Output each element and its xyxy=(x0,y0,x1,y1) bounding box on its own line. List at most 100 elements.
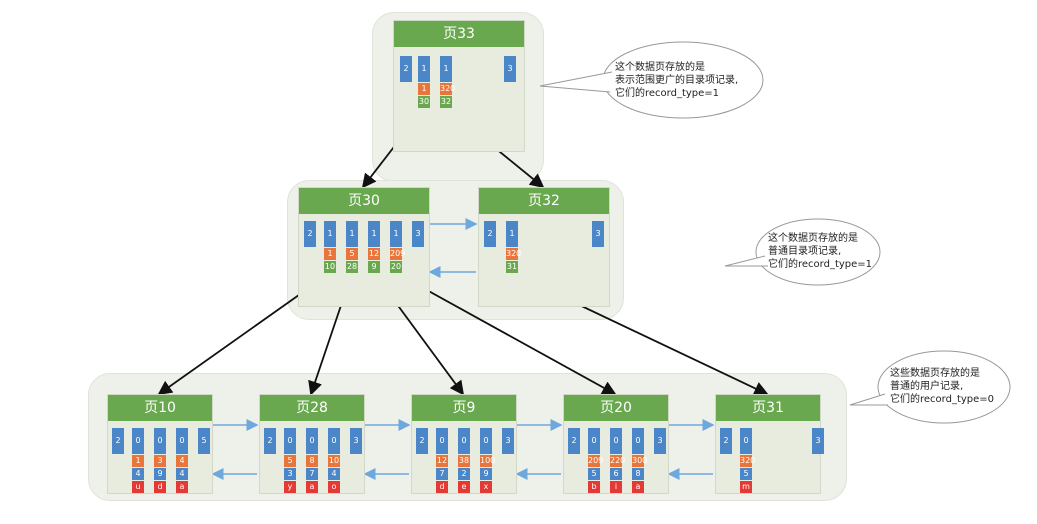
child-page-number: 20 xyxy=(390,261,402,273)
supremum-record: 3 xyxy=(412,221,424,247)
record-col: d xyxy=(436,481,448,493)
callout-line: 它们的record_type=0 xyxy=(890,394,995,405)
record-key: 1 xyxy=(132,455,144,467)
record-key: 320 xyxy=(506,248,522,260)
infimum-record: 2 xyxy=(484,221,496,247)
record-key: 220 xyxy=(610,455,626,467)
record-key: 320 xyxy=(440,83,456,95)
record-col: 3 xyxy=(284,468,296,480)
page-33: 页33 xyxy=(393,20,525,152)
record-key: 300 xyxy=(632,455,648,467)
supremum-record: 3 xyxy=(502,428,514,454)
page-30: 页30 xyxy=(298,187,430,307)
record-header: 0 xyxy=(154,428,166,454)
record-header: 0 xyxy=(480,428,492,454)
callout-line: 普通的用户记录, xyxy=(890,381,964,392)
record-header: 0 xyxy=(328,428,340,454)
callout-line: 这个数据页存放的是 xyxy=(768,233,858,244)
callout-line: 它们的record_type=1 xyxy=(615,88,720,99)
record-header: 1 xyxy=(440,56,452,82)
record-col: 9 xyxy=(154,468,166,480)
record-header: 0 xyxy=(632,428,644,454)
infimum-record: 2 xyxy=(112,428,124,454)
record-header: 0 xyxy=(588,428,600,454)
record-col: 5 xyxy=(588,468,600,480)
record-col: a xyxy=(632,481,644,493)
record-key: 209 xyxy=(390,248,406,260)
record-col: i xyxy=(610,481,622,493)
page-title: 页28 xyxy=(260,395,364,421)
record-header: 1 xyxy=(418,56,430,82)
record-key: 3 xyxy=(154,455,166,467)
record-col: 4 xyxy=(176,468,188,480)
record-header: 1 xyxy=(346,221,358,247)
record-key: 12 xyxy=(368,248,380,260)
record-key: 8 xyxy=(306,455,318,467)
page-title: 页30 xyxy=(299,188,429,214)
child-page-number: 32 xyxy=(440,96,452,108)
record-header: 0 xyxy=(132,428,144,454)
record-col: m xyxy=(740,481,752,493)
record-key: 12 xyxy=(436,455,448,467)
record-col: a xyxy=(306,481,318,493)
record-col: x xyxy=(480,481,492,493)
record-header: 1 xyxy=(368,221,380,247)
record-key: 5 xyxy=(346,248,358,260)
record-key: 1 xyxy=(324,248,336,260)
supremum-record: 5 xyxy=(198,428,210,454)
callout-line: 它们的record_type=1 xyxy=(768,259,873,270)
callout-top-tail xyxy=(539,71,613,93)
page-title: 页20 xyxy=(564,395,668,421)
record-header: 0 xyxy=(436,428,448,454)
record-header: 1 xyxy=(324,221,336,247)
page-title: 页33 xyxy=(394,21,524,47)
record-col: 7 xyxy=(306,468,318,480)
record-col: 5 xyxy=(740,468,752,480)
supremum-record: 3 xyxy=(592,221,604,247)
record-header: 0 xyxy=(306,428,318,454)
infimum-record: 2 xyxy=(400,56,412,82)
child-page-number: 28 xyxy=(346,261,358,273)
page-title: 页32 xyxy=(479,188,609,214)
record-header: 0 xyxy=(284,428,296,454)
callout-bottom: 这些数据页存放的是 普通的用户记录, 它们的record_type=0 xyxy=(890,367,994,406)
record-key: 209 xyxy=(588,455,604,467)
infimum-record: 2 xyxy=(264,428,276,454)
child-pointer-20 xyxy=(395,272,617,395)
record-header: 1 xyxy=(506,221,518,247)
record-key: 320 xyxy=(740,455,756,467)
page-31: 页31 xyxy=(715,394,821,494)
record-key: 38 xyxy=(458,455,470,467)
record-key: 5 xyxy=(284,455,296,467)
callout-bottom-shape xyxy=(877,350,1011,424)
callout-line: 这个数据页存放的是 xyxy=(615,62,705,73)
callout-line: 这些数据页存放的是 xyxy=(890,368,980,379)
child-page-number: 30 xyxy=(418,96,430,108)
callout-line: 表示范围更广的目录项记录, xyxy=(615,75,739,86)
supremum-record: 3 xyxy=(504,56,516,82)
record-col: o xyxy=(328,481,340,493)
infimum-record: 2 xyxy=(720,428,732,454)
record-key: 10 xyxy=(328,455,340,467)
record-col: 2 xyxy=(458,468,470,480)
record-col: u xyxy=(132,481,144,493)
page-title: 页9 xyxy=(412,395,516,421)
infimum-record: 2 xyxy=(304,221,316,247)
callout-mid-shape xyxy=(755,218,881,286)
callout-mid-tail xyxy=(724,255,768,267)
record-col: a xyxy=(176,481,188,493)
record-col: 9 xyxy=(480,468,492,480)
record-header: 0 xyxy=(610,428,622,454)
record-key: 100 xyxy=(480,455,496,467)
child-page-number: 10 xyxy=(324,261,336,273)
record-header: 1 xyxy=(390,221,402,247)
callout-bottom-tail xyxy=(849,393,888,406)
page-title: 页10 xyxy=(108,395,212,421)
callout-top: 这个数据页存放的是 表示范围更广的目录项记录, 它们的record_type=1 xyxy=(615,61,738,100)
supremum-record: 3 xyxy=(654,428,666,454)
record-col: 7 xyxy=(436,468,448,480)
infimum-record: 2 xyxy=(416,428,428,454)
record-col: 6 xyxy=(610,468,622,480)
record-key: 4 xyxy=(176,455,188,467)
